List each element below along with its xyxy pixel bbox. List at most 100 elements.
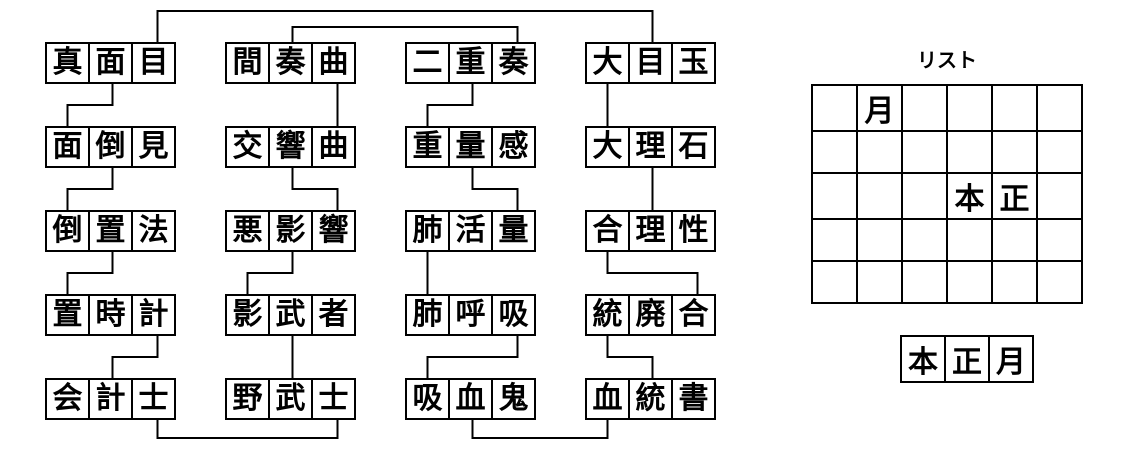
list-grid-cell[interactable] [856,172,903,220]
list-grid-cell[interactable] [856,260,903,304]
kanji-cell: 性 [671,210,716,252]
list-grid-cell[interactable] [901,218,948,262]
list-grid-cell[interactable] [856,218,903,262]
word-box: 吸血鬼 [405,378,536,420]
kanji-cell: 血 [448,378,493,420]
kanji-cell: 書 [671,378,716,420]
list-grid-cell[interactable] [946,260,993,304]
list-grid-cell[interactable] [991,130,1038,174]
kanji-cell: 見 [131,126,176,168]
kanji-cell: 統 [585,294,630,336]
kanji-cell: 影 [225,294,270,336]
word-box: 重量感 [405,126,536,168]
list-grid-cell[interactable] [811,172,858,220]
answer-box: 本正月 [900,335,1034,383]
kanji-cell: 置 [88,210,133,252]
list-grid-row: 月 [811,84,1083,132]
list-grid-cell[interactable] [901,130,948,174]
kanji-cell: 者 [311,294,356,336]
kanji-cell: 武 [268,294,313,336]
kanji-cell: 呼 [448,294,493,336]
connector [606,336,654,378]
list-grid-cell[interactable] [811,130,858,174]
answer-cell: 本 [900,335,946,383]
kanji-cell: 重 [448,42,493,84]
connector [291,26,519,42]
kanji-cell: 目 [131,42,176,84]
kanji-cell: 血 [585,378,630,420]
list-grid-cell: 本 [946,172,993,220]
kanji-cell: 交 [225,126,270,168]
kanji-cell: 会 [45,378,90,420]
kanji-cell: 計 [131,294,176,336]
kanji-cell: 吸 [405,378,450,420]
kanji-cell: 理 [628,126,673,168]
kanji-cell: 石 [671,126,716,168]
kanji-cell: 統 [628,378,673,420]
kanji-cell: 士 [311,378,356,420]
kanji-cell: 目 [628,42,673,84]
kanji-cell: 法 [131,210,176,252]
list-grid-cell[interactable] [811,260,858,304]
list-grid-cell[interactable] [1036,172,1083,220]
kanji-cell: 玉 [671,42,716,84]
kanji-cell: 武 [268,378,313,420]
kanji-cell: 曲 [311,126,356,168]
word-box: 面倒見 [45,126,176,168]
list-grid-cell[interactable] [1036,130,1083,174]
list-grid-cell[interactable] [946,218,993,262]
kanji-cell: 鬼 [491,378,536,420]
list-grid-cell[interactable] [946,84,993,132]
word-box: 統廃合 [585,294,716,336]
list-grid-cell[interactable] [991,218,1038,262]
kanji-cell: 士 [131,378,176,420]
list-grid-row [811,218,1083,262]
kanji-cell: 響 [311,210,356,252]
list-grid-cell[interactable] [811,84,858,132]
word-box: 交響曲 [225,126,356,168]
list-grid-cell[interactable] [1036,260,1083,304]
connector [426,84,474,126]
list-grid-cell[interactable] [901,172,948,220]
kanji-cell: 響 [268,126,313,168]
word-box: 会計士 [45,378,176,420]
kanji-cell: 廃 [628,294,673,336]
kanji-cell: 置 [45,294,90,336]
connector [66,252,114,294]
kanji-cell: 真 [45,42,90,84]
list-grid-row: 本正 [811,172,1083,220]
connector [111,336,159,378]
list-grid-row [811,260,1083,304]
list-grid-cell[interactable] [901,260,948,304]
list-grid-cell[interactable] [1036,84,1083,132]
list-grid-cell[interactable] [991,260,1038,304]
kanji-cell: 奏 [268,42,313,84]
list-grid-cell[interactable] [901,84,948,132]
list-grid-cell[interactable] [811,218,858,262]
kanji-cell: 重 [405,126,450,168]
kanji-cell: 合 [585,210,630,252]
connector [606,252,699,294]
kanji-cell: 面 [45,126,90,168]
kanji-cell: 吸 [491,294,536,336]
list-grid-cell[interactable] [946,130,993,174]
kanji-cell: 面 [88,42,133,84]
kanji-cell: 感 [491,126,536,168]
kanji-cell: 野 [225,378,270,420]
word-box: 影武者 [225,294,356,336]
kanji-cell: 合 [671,294,716,336]
kanji-cell: 倒 [45,210,90,252]
list-grid-cell[interactable] [856,130,903,174]
kanji-cell: 活 [448,210,493,252]
list-grid-cell[interactable] [1036,218,1083,262]
kanji-cell: 大 [585,42,630,84]
word-box: 野武士 [225,378,356,420]
list-grid-cell[interactable] [991,84,1038,132]
word-box: 置時計 [45,294,176,336]
connector [66,84,114,126]
kanji-cell: 量 [448,126,493,168]
word-box: 真面目 [45,42,176,84]
connector [471,420,609,439]
kanji-cell: 曲 [311,42,356,84]
